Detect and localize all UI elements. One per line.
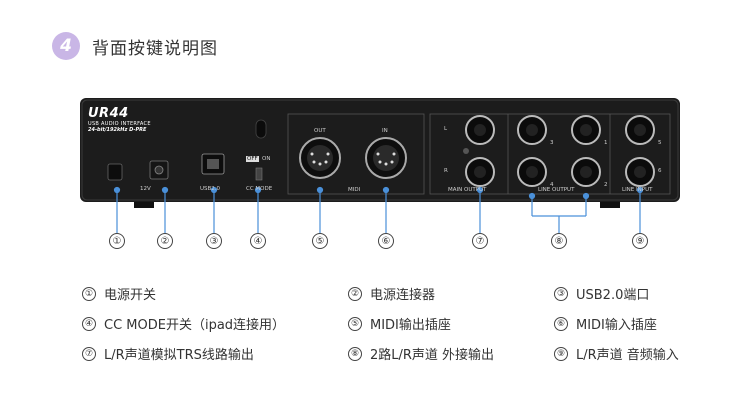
legend-number: ① [82,286,96,301]
legend-number: ⑧ [348,346,362,361]
label-main-r: R [444,168,448,174]
device-model: UR44 [88,106,129,121]
legend-text: MIDI输出插座 [370,318,451,333]
output-frame [429,113,671,195]
kensington-slot-icon [255,119,267,139]
device-brand: UR44 USB AUDIO INTERFACE 24-bit/192kHz D… [88,106,151,133]
legend-text: USB2.0端口 [576,288,650,303]
legend-item: ⑤ MIDI输出插座 [348,314,451,333]
label-n4: 4 [550,182,554,188]
label-main-l: L [444,126,448,132]
legend-text: 电源开关 [104,288,157,303]
device-foot [134,202,154,208]
label-n2: 2 [604,182,608,188]
section-title: 背面按键说明图 [92,38,218,59]
legend-number: ② [348,286,362,301]
callout-5: ⑤ [312,233,328,249]
callout-3: ③ [206,233,222,249]
device-subtitle: USB AUDIO INTERFACE [88,121,151,127]
callout-7: ⑦ [472,233,488,249]
label-line-input: LINE INPUT [622,187,653,193]
step-badge: 4 [52,32,80,60]
legend-number: ③ [554,286,568,301]
device-spec: 24-bit/192kHz D-PRE [88,127,147,133]
legend-number: ⑤ [348,316,362,331]
callout-8: ⑧ [551,233,567,249]
legend-item: ③ USB2.0端口 [554,284,649,303]
power-switch-icon [107,163,123,181]
legend-item: ⑧ 2路L/R声道 外接输出 [348,344,494,363]
callout-6: ⑥ [378,233,394,249]
legend-text: L/R声道 音频输入 [576,348,679,363]
legend-text: 电源连接器 [370,288,436,303]
legend-text: CC MODE开关（ipad连接用） [104,318,286,333]
callout-1: ① [109,233,125,249]
callout-9: ⑨ [632,233,648,249]
callout-lines [113,186,644,233]
device-rear-panel: UR44 USB AUDIO INTERFACE 24-bit/192kHz D… [80,98,680,248]
label-n5: 5 [658,140,662,146]
midi-frame [287,113,425,195]
section-header: 4 背面按键说明图 [52,32,218,60]
legend-item: ⑥ MIDI输入插座 [554,314,657,333]
label-out: OUT [314,128,326,134]
legend-item: ① 电源开关 [82,284,156,303]
legend-number: ⑨ [554,346,568,361]
legend-item: ② 电源连接器 [348,284,435,303]
label-on: ON [262,156,271,162]
legend-item: ⑦ L/R声道模拟TRS线路输出 [82,344,254,363]
legend-text: MIDI输入插座 [576,318,657,333]
device-illustration [80,98,680,233]
legend-text: L/R声道模拟TRS线路输出 [104,348,254,363]
label-cc-mode: CC MODE [246,186,273,192]
device-foot [600,202,620,208]
label-off: OFF [246,156,259,162]
label-12v: 12V [140,186,151,192]
legend-item: ④ CC MODE开关（ipad连接用） [82,314,285,333]
label-n3: 3 [550,140,554,146]
legend-number: ⑦ [82,346,96,361]
label-in: IN [382,128,388,134]
callout-4: ④ [250,233,266,249]
callout-2: ② [157,233,173,249]
label-usb: USB2.0 [200,186,221,192]
label-n6: 6 [658,168,662,174]
label-main-output: MAIN OUTPUT [448,187,487,193]
legend-number: ④ [82,316,96,331]
label-midi: MIDI [348,187,361,193]
label-n1: 1 [604,140,608,146]
legend-item: ⑨ L/R声道 音频输入 [554,344,679,363]
legend-text: 2路L/R声道 外接输出 [370,348,495,363]
label-line-output: LINE OUTPUT [538,187,575,193]
cc-mode-switch-icon [255,167,263,181]
legend-number: ⑥ [554,316,568,331]
